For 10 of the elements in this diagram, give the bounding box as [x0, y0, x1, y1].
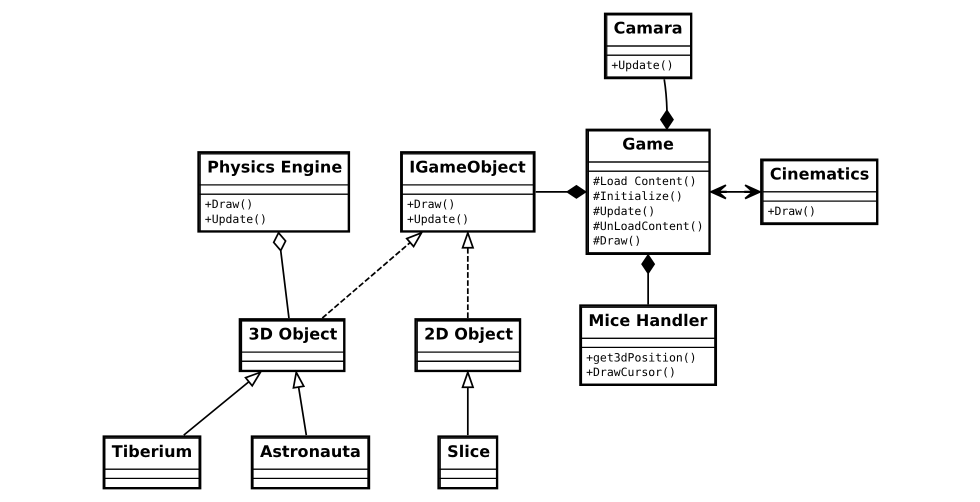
arrow [460, 230, 474, 318]
connector [659, 79, 674, 130]
connector [640, 254, 655, 304]
connector [272, 231, 290, 318]
arrow [460, 370, 474, 436]
arrow [182, 370, 262, 436]
connector [535, 184, 586, 199]
arrow [710, 184, 760, 200]
arrow [321, 231, 423, 319]
arrow [292, 370, 307, 436]
